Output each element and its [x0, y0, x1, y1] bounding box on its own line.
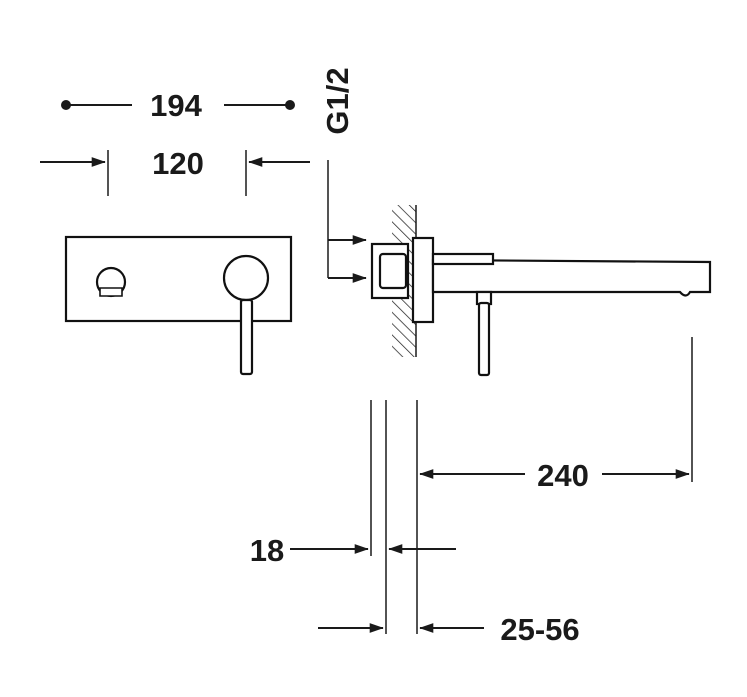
dim-18-label: 18 — [250, 533, 284, 568]
spout — [431, 258, 712, 297]
dim-194: 194 — [61, 88, 295, 123]
dim-194-right-dot — [285, 100, 295, 110]
side-view — [370, 205, 712, 377]
front-view — [64, 235, 293, 376]
lever-handle — [239, 298, 254, 376]
dim-25-56: 25-56 — [318, 612, 580, 647]
thread-label: G1/2 — [320, 67, 355, 134]
side-lever — [477, 301, 491, 377]
dim-18: 18 — [250, 533, 456, 568]
dim-194-label: 194 — [150, 88, 202, 123]
dim-120-label: 120 — [152, 146, 204, 181]
dim-240: 240 — [419, 458, 690, 493]
lever-base — [222, 254, 270, 302]
dim-120: 120 — [40, 146, 310, 196]
dim-240-label: 240 — [537, 458, 589, 493]
side-plate — [411, 236, 435, 324]
spout-collar — [431, 252, 495, 266]
dim-25-56-label: 25-56 — [500, 612, 579, 647]
dim-g12: G1/2 — [320, 67, 367, 283]
